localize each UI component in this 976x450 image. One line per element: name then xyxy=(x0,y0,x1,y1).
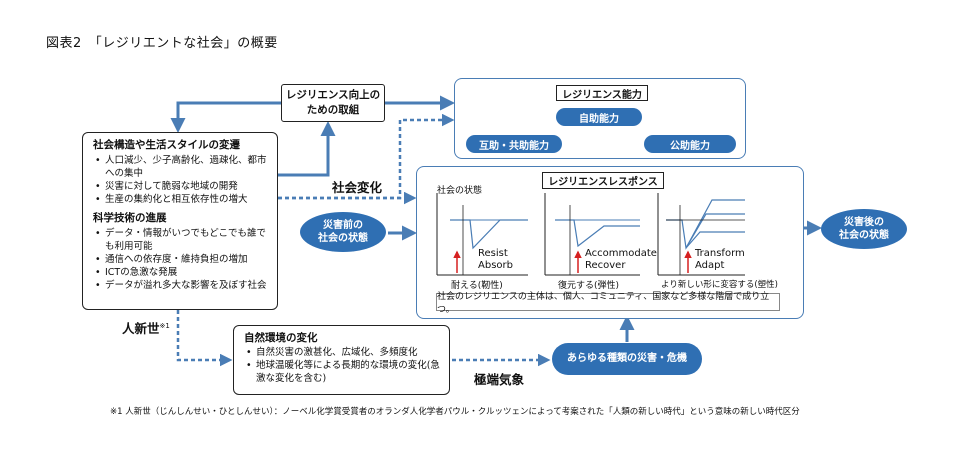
graph3-label-line2: Adapt xyxy=(695,260,725,271)
social-change-label: 社会変化 xyxy=(332,180,383,195)
graph2-curve xyxy=(555,219,640,248)
state-axis-label: 社会の状態 xyxy=(437,186,483,196)
anthropocene-text: 人新世 xyxy=(122,321,160,336)
graph3-label-line1: Transform xyxy=(695,248,745,259)
graph2-label-line1: Accommodate xyxy=(585,248,657,259)
improvement-line2: ための取組 xyxy=(306,104,360,116)
extreme-weather-label: 極端気象 xyxy=(474,372,525,387)
graph1-curve xyxy=(450,219,528,250)
society-list: 人口減少、少子高齢化、過疎化、都市への集中 災害に対して脆弱な地域の開発 生産の… xyxy=(93,154,271,206)
before-state-ellipse: 災害前の 社会の状態 xyxy=(300,212,386,252)
graph3-curve-a xyxy=(666,199,745,250)
graph-resist xyxy=(436,193,528,276)
response-title: レジリエンスレスポンス xyxy=(542,172,664,189)
self-help-pill: 自助能力 xyxy=(556,108,642,126)
public-help-pill: 公助能力 xyxy=(644,135,736,153)
graph1-label-line2: Absorb xyxy=(478,260,513,271)
list-item: ICTの急激な発展 xyxy=(95,266,271,279)
list-item: 自然災害の激甚化、広域化、多頻度化 xyxy=(246,346,443,359)
graph1-label: Resist Absorb xyxy=(478,248,513,272)
arrow-society-to-improve xyxy=(278,121,336,177)
technology-heading: 科学技術の進展 xyxy=(93,212,167,224)
improvement-box: レジリエンス向上の ための取組 xyxy=(281,84,385,122)
graph3-label: Transform Adapt xyxy=(695,248,745,272)
list-item: 通信への依存度・維持負担の増加 xyxy=(95,253,271,266)
anthropocene-footnote-mark: ※1 xyxy=(159,321,170,330)
graph-recover xyxy=(544,193,640,276)
improvement-line1: レジリエンス向上の xyxy=(285,89,381,101)
arrow-anthropocene xyxy=(176,310,233,367)
figure-title: 図表2 「レジリエントな社会」の概要 xyxy=(46,36,278,51)
list-item: 人口減少、少子高齢化、過疎化、都市への集中 xyxy=(95,154,271,180)
list-item: 地球温暖化等による長期的な環境の変化(急激な変化を含む) xyxy=(246,359,443,385)
society-change-box: 社会構造や生活スタイルの変遷 人口減少、少子高齢化、過疎化、都市への集中 災害に… xyxy=(82,132,278,310)
after-state-line2: 社会の状態 xyxy=(839,230,889,241)
graph2-caption: 復元する(弾性) xyxy=(558,281,620,291)
before-state-line2: 社会の状態 xyxy=(318,233,368,244)
graph-transform xyxy=(657,193,745,276)
nature-heading: 自然環境の変化 xyxy=(244,332,318,344)
graph2-label: Accommodate Recover xyxy=(585,248,657,272)
nature-change-box: 自然環境の変化 自然災害の激甚化、広域化、多頻度化 地球温暖化等による長期的な環… xyxy=(233,325,450,395)
list-item: データ・情報がいつでもどこでも誰でも利用可能 xyxy=(95,227,271,253)
list-item: 生産の集約化と相互依存性の増大 xyxy=(95,193,271,206)
list-item: 災害に対して脆弱な地域の開発 xyxy=(95,180,271,193)
graph2-label-line2: Recover xyxy=(585,260,626,271)
mutual-help-pill: 互助・共助能力 xyxy=(466,135,562,153)
graph3-curve-c xyxy=(685,231,745,249)
after-state-ellipse: 災害後の 社会の状態 xyxy=(821,209,907,249)
graph3-curve-b xyxy=(685,213,745,249)
anthropocene-label: 人新世※1 xyxy=(122,318,170,337)
nature-list: 自然災害の激甚化、広域化、多頻度化 地球温暖化等による長期的な環境の変化(急激な… xyxy=(244,346,443,385)
capacity-title: レジリエンス能力 xyxy=(556,85,648,101)
graph3-caption: より新しい形に変容する(塑性) xyxy=(661,280,778,290)
society-heading: 社会構造や生活スタイルの変遷 xyxy=(93,139,240,151)
technology-list: データ・情報がいつでもどこでも誰でも利用可能 通信への依存度・維持負担の増加 I… xyxy=(93,227,271,292)
arrow-improve-to-society xyxy=(170,101,281,133)
footnote: ※1 人新世（じんしんせい・ひとしんせい）：ノーベル化学賞受賞者のオランダ人化学… xyxy=(110,407,800,417)
actor-note: 社会のレジリエンスの主体は、個人、コミュニティ、国家など多様な階層で成り立つ。 xyxy=(436,292,780,315)
arrow-social-change-capacity xyxy=(278,113,455,200)
after-state-line1: 災害後の xyxy=(844,216,884,228)
disaster-pill: あらゆる種類の災害・危機 xyxy=(552,343,702,375)
graph1-label-line1: Resist xyxy=(478,248,508,259)
graph1-caption: 耐える(靭性) xyxy=(451,281,503,291)
before-state-line1: 災害前の xyxy=(323,219,363,231)
list-item: データが溢れ多大な影響を及ぼす社会 xyxy=(95,279,271,292)
